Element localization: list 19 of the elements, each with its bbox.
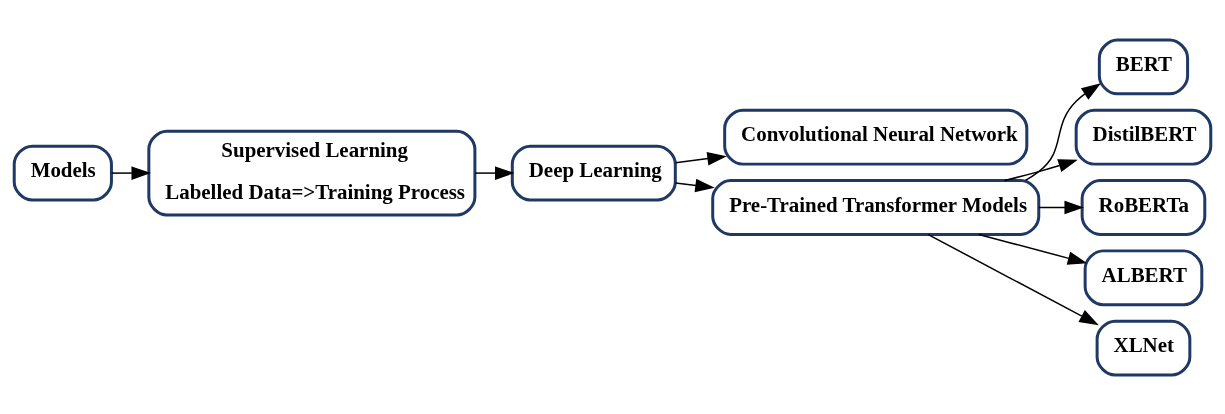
arrow xyxy=(111,165,151,180)
arrow xyxy=(1038,200,1084,214)
arrow xyxy=(474,165,515,180)
arrow xyxy=(1003,158,1078,181)
arrow xyxy=(1024,82,1101,181)
arrow xyxy=(978,233,1088,265)
node-box: Deep Learning xyxy=(510,144,677,201)
node-box: XLNet xyxy=(1095,319,1192,376)
arrow xyxy=(927,233,1099,325)
node-box: Convolutional Neural Network xyxy=(723,108,1029,166)
arrow xyxy=(674,178,715,192)
node-box: DistilBERT xyxy=(1074,108,1213,166)
node-box: Models xyxy=(12,144,113,201)
node-box: RoBERTa xyxy=(1080,178,1207,236)
node-box: Pre-Trained Transformer Models xyxy=(711,178,1041,236)
node-box: ALBERT xyxy=(1083,248,1204,306)
node-box: BERT xyxy=(1097,38,1190,95)
arrow xyxy=(674,151,727,165)
node-box: Supervised Learning Labelled Data=>Training Process xyxy=(147,129,477,216)
